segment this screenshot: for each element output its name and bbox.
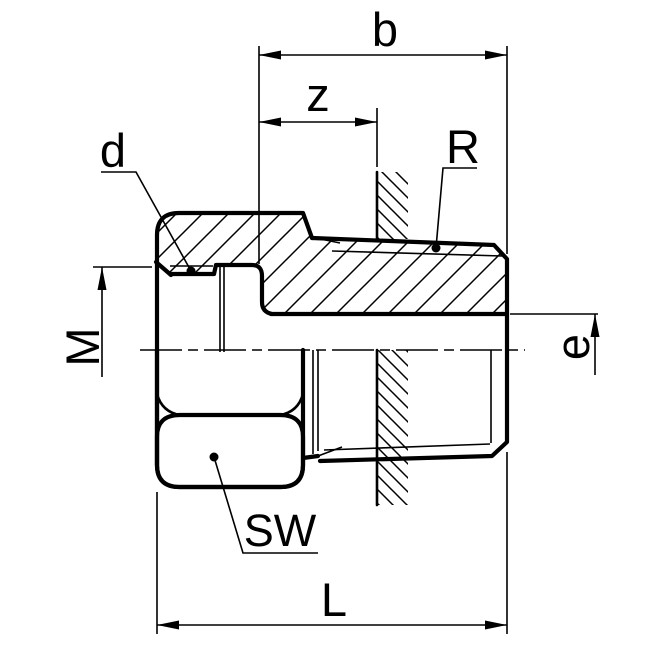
thread-root-upper: [331, 250, 503, 257]
leader-line-d: [101, 171, 192, 272]
arrowhead-b-right: [485, 50, 507, 60]
leader-line-SW: [213, 456, 318, 554]
female-thread-cavity: [153, 259, 275, 317]
hex-upper-outline: [154, 210, 315, 468]
taper-thread-crest-outline: [309, 235, 510, 464]
wall-hatch-upper: [377, 172, 408, 239]
hex-chamfer-arc-right: [278, 392, 305, 417]
dim-label-z: z: [306, 68, 330, 121]
arrowhead-z-left: [259, 117, 281, 127]
arrowhead-e: [590, 314, 600, 337]
thread-runout-line: [310, 236, 341, 244]
arrowhead-M: [97, 267, 107, 290]
arrowhead-b-left: [259, 50, 281, 60]
dim-label-L: L: [321, 573, 347, 626]
hex-chamfer-arc-left: [155, 392, 182, 417]
groove-lines-lower: [312, 350, 319, 454]
groove-chamfer-lower: [317, 446, 343, 457]
hex-flat-face: [154, 412, 306, 490]
thread-root-lower: [323, 443, 491, 451]
groove-bottom: [300, 453, 321, 461]
leader-line-R: [435, 167, 477, 249]
dim-label-d: d: [100, 124, 126, 177]
leader-dot-R: [431, 243, 441, 253]
dim-label-b: b: [372, 3, 398, 56]
arrowhead-z-right: [355, 117, 377, 127]
wall-hatch-lower: [377, 350, 408, 505]
dim-label-e: e: [546, 334, 599, 360]
leader-dot-d: [186, 266, 196, 276]
arrowhead-L-right: [485, 620, 507, 630]
dim-label-R: R: [446, 120, 480, 173]
thread-end-lines: [219, 266, 225, 352]
part-section-hatch: [157, 213, 507, 314]
dim-label-M: M: [56, 327, 109, 366]
leader-dot-SW: [209, 452, 219, 462]
dim-label-SW: SW: [244, 505, 317, 556]
arrowhead-L-left: [157, 620, 179, 630]
